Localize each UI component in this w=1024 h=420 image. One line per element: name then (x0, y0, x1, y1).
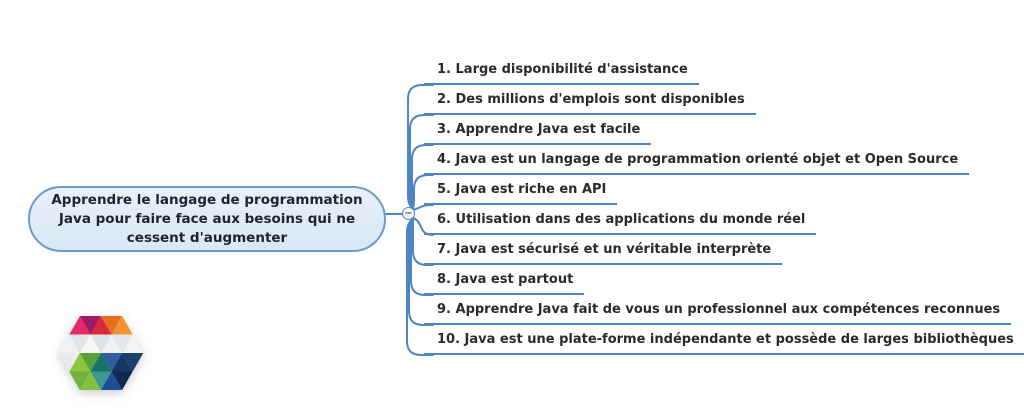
branch-label: 8. Java est partout (437, 272, 574, 287)
edge-path-7 (412, 218, 434, 266)
edge-path-4 (412, 174, 434, 210)
branch-node-3[interactable]: 3. Apprendre Java est facile (424, 121, 652, 145)
edge-path-2 (409, 114, 434, 210)
branch-node-4[interactable]: 4. Java est un langage de programmation … (424, 151, 970, 175)
branch-label: 9. Apprendre Java fait de vous un profes… (437, 302, 1001, 317)
branch-node-5[interactable]: 5. Java est riche en API (424, 181, 618, 205)
branch-label: 4. Java est un langage de programmation … (437, 152, 959, 167)
edge-path-10 (406, 218, 434, 356)
minus-icon: − (404, 207, 413, 219)
branch-node-10[interactable]: 10. Java est une plate-forme indépendant… (424, 331, 1024, 355)
branch-node-8[interactable]: 8. Java est partout (424, 271, 585, 295)
branch-label: 6. Utilisation dans des applications du … (437, 212, 806, 227)
central-topic-node[interactable]: Apprendre le langage de programmation Ja… (28, 186, 386, 252)
branch-node-7[interactable]: 7. Java est sécurisé et un véritable int… (424, 241, 783, 265)
branch-label: 10. Java est une plate-forme indépendant… (437, 332, 1014, 347)
branch-label: 2. Des millions d'emplois sont disponibl… (437, 92, 745, 107)
central-topic-label: Apprendre le langage de programmation Ja… (51, 191, 363, 246)
branch-node-1[interactable]: 1. Large disponibilité d'assistance (424, 61, 699, 85)
branch-label: 3. Apprendre Java est facile (437, 122, 641, 137)
branch-node-9[interactable]: 9. Apprendre Java fait de vous un profes… (424, 301, 1012, 325)
hexagon-triangle-mosaic (58, 316, 144, 390)
collapse-toggle[interactable]: − (402, 207, 415, 220)
branch-node-2[interactable]: 2. Des millions d'emplois sont disponibl… (424, 91, 756, 115)
edge-path-5 (412, 204, 434, 211)
branch-label: 5. Java est riche en API (437, 182, 607, 197)
branch-label: 7. Java est sécurisé et un véritable int… (437, 242, 772, 257)
edge-path-8 (410, 218, 434, 296)
app-logo-icon (58, 316, 144, 390)
edge-path-3 (411, 144, 434, 210)
branch-node-6[interactable]: 6. Utilisation dans des applications du … (424, 211, 817, 235)
branch-label: 1. Large disponibilité d'assistance (437, 62, 688, 77)
